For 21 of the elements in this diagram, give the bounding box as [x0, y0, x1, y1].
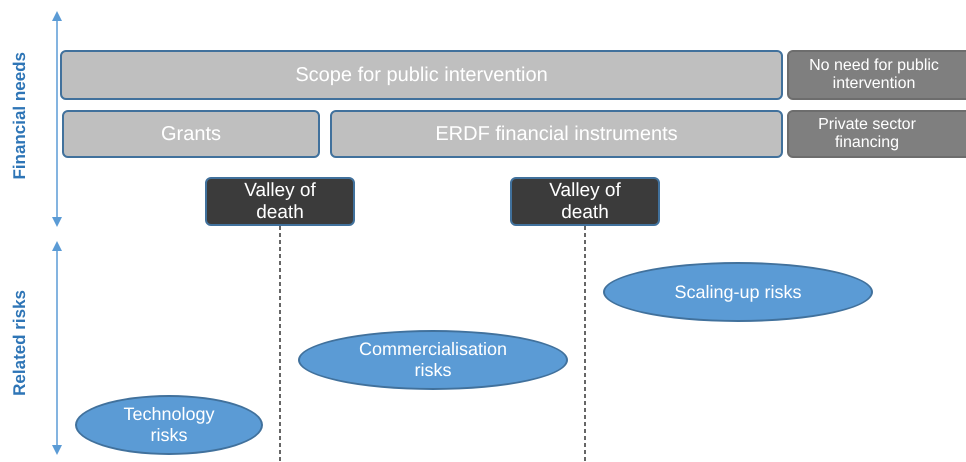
box-label: Technology risks: [122, 404, 216, 446]
box-label: Grants: [160, 122, 222, 146]
axis-label: Related risks: [10, 290, 30, 396]
gap-box: [205, 177, 355, 226]
funding-box: [60, 50, 783, 100]
gap-box: [510, 177, 660, 226]
box-label: Private sector financing: [817, 116, 917, 152]
funding-box: [62, 110, 320, 158]
box-label: Valley of death: [243, 180, 317, 224]
box-label: Scope for public intervention: [295, 64, 548, 86]
box-label: Scaling-up risks: [674, 282, 802, 302]
box-label: ERDF financial instruments: [435, 122, 678, 146]
box-label: No need for public intervention: [808, 56, 940, 94]
dashed-line: [584, 226, 586, 462]
funding-box: [787, 50, 966, 100]
box-label: Valley of death: [548, 180, 622, 224]
dashed-line: [279, 226, 281, 462]
axis-label: Financial needs: [10, 52, 30, 180]
funding-box: [330, 110, 783, 158]
box-label: Commercialisation risks: [358, 339, 508, 381]
funding-box: [787, 110, 966, 158]
